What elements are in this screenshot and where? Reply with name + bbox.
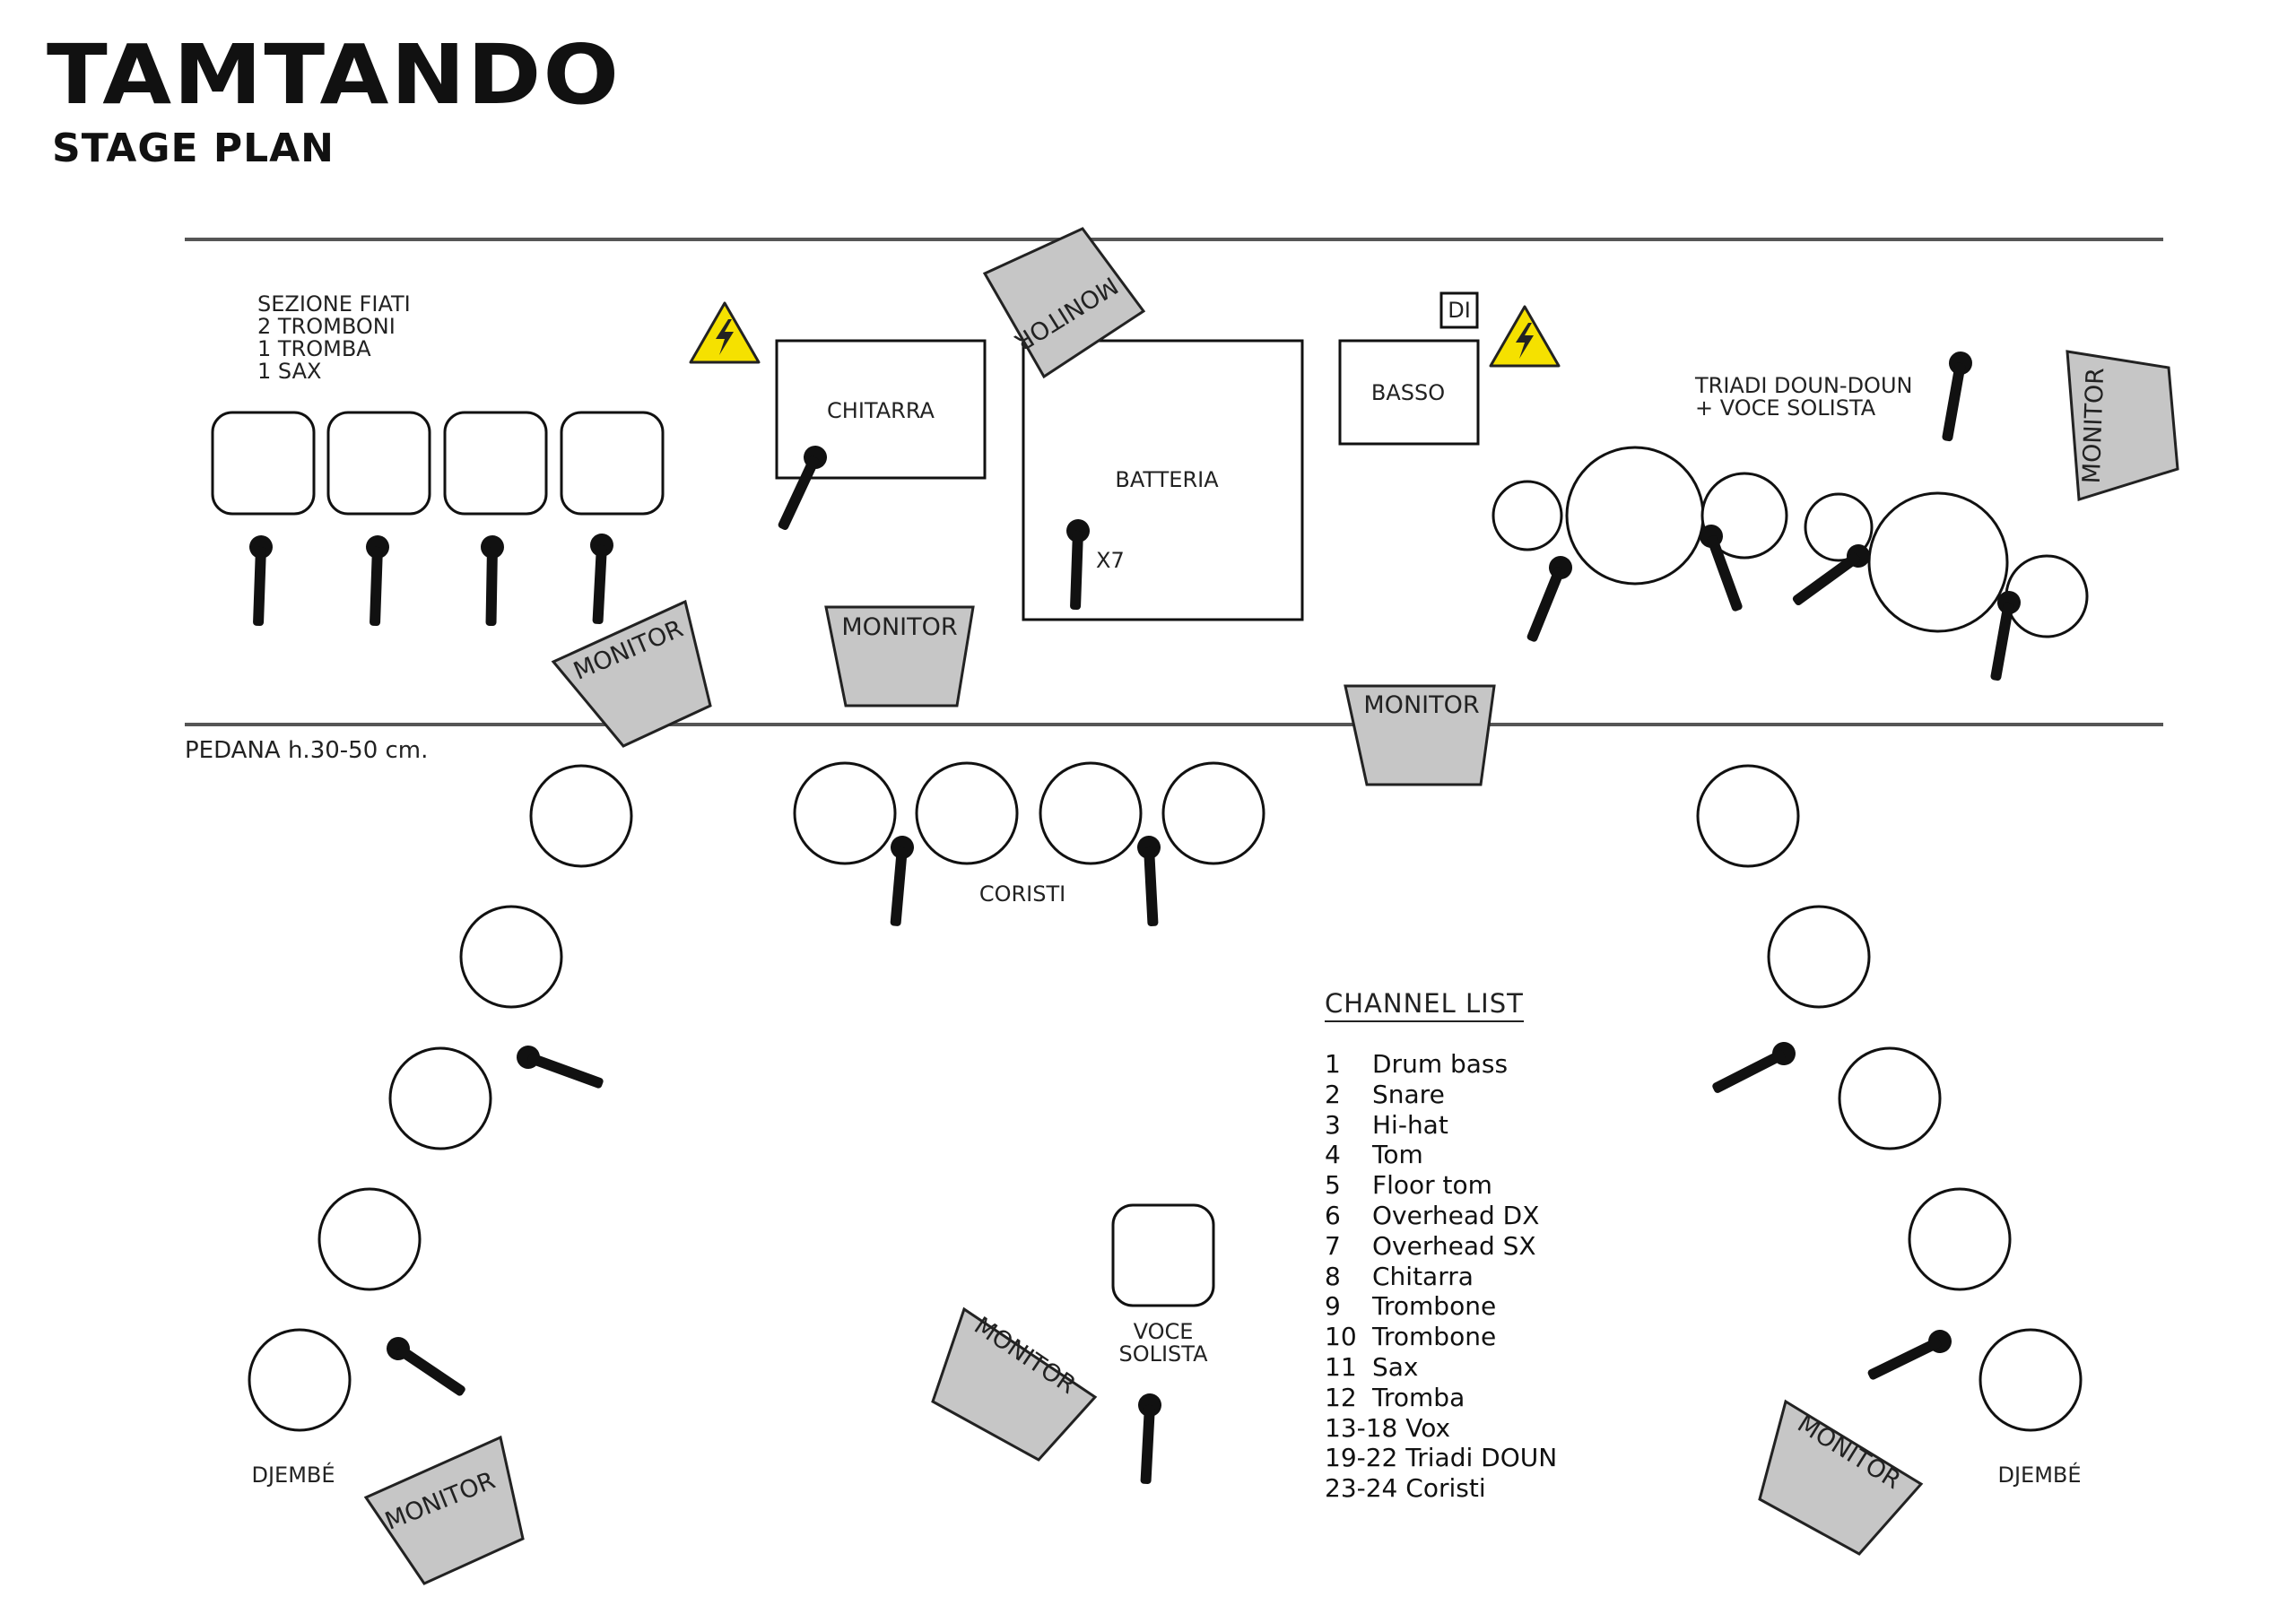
microphone-icon [883,834,916,927]
monitor-label: MONITOR [1363,691,1479,719]
channel-row: 23-24 Coristi [1325,1473,1486,1504]
wind-box-1 [211,411,316,516]
band-logo: TAMTANDO [47,27,622,123]
microphone-icon [1136,835,1165,927]
microphone-icon [1519,552,1576,646]
monitor-djembe-right [1758,1399,1924,1556]
lead-vocal-label: VOCE SOLISTA [1118,1319,1208,1367]
guitar-amp-box [775,339,987,480]
channel-list-title: CHANNEL LIST [1325,988,1524,1022]
page-title: STAGE PLAN [52,126,335,171]
djembe-left-positions [248,764,633,1432]
di-box [1439,291,1479,329]
microphone-icon [1708,1037,1800,1100]
triadi-label: TRIADI DOUN-DOUN + VOCE SOLISTA [1695,373,1913,421]
doun-doun-set-1 [1492,446,1788,586]
wind-section [211,411,665,516]
microphone-icon [381,1332,471,1402]
bass-label: BASSO [1370,380,1446,405]
microphone-icon [513,1042,607,1096]
djembe-left-label: DJEMBÉ [251,1462,335,1488]
microphone-icon [1864,1325,1956,1387]
microphone-icon [586,533,614,625]
monitor-djembe-left [363,1435,525,1585]
wind-mics [246,533,614,627]
drum-mics-count: X7 [1096,548,1125,573]
microphone-icon [1935,349,1975,443]
djembe-right-label: DJEMBÉ [1997,1462,2082,1488]
wind-box-2 [326,411,431,516]
microphone-icon [1134,1393,1162,1485]
monitor-label: MONITOR [841,613,957,641]
bass-amp-box [1338,339,1480,446]
drum-kit-box [1022,339,1304,621]
monitor-wind [551,599,712,748]
monitors [363,227,2179,1585]
drums-label: BATTERIA [1115,467,1219,492]
channel-row: 19-22 Triadi DOUN [1325,1443,1558,1473]
coristi-label: CORISTI [978,881,1066,907]
monitor-drums [982,227,1146,379]
coristi-positions [793,761,1265,865]
wind-box-3 [443,411,548,516]
microphone-icon [362,534,390,627]
guitar-label: CHITARRA [827,398,935,423]
monitor-coristi [931,1306,1098,1462]
warning-electrical-icon [689,301,761,364]
monitor-triadi [2066,350,2179,501]
doun-doun-set-2 [1804,491,2089,638]
monitor-label: MONITOR [2078,368,2109,484]
lead-vocal-box [1111,1203,1215,1307]
wind-section-label: SEZIONE FIATI 2 TROMBONI 1 TROMBA 1 SAX [257,291,411,384]
microphone-icon [246,534,274,627]
monitor-guitar [824,605,975,707]
djembe-right-positions [1696,764,2083,1432]
monitor-bass [1344,684,1496,786]
riser-label: PEDANA h.30-50 cm. [185,737,429,764]
wind-box-4 [560,411,665,516]
warning-electrical-icon [1489,305,1561,368]
microphone-icon [479,534,505,627]
di-label: DI [1448,298,1471,323]
channel-row: 13-18 Vox [1325,1412,1451,1443]
